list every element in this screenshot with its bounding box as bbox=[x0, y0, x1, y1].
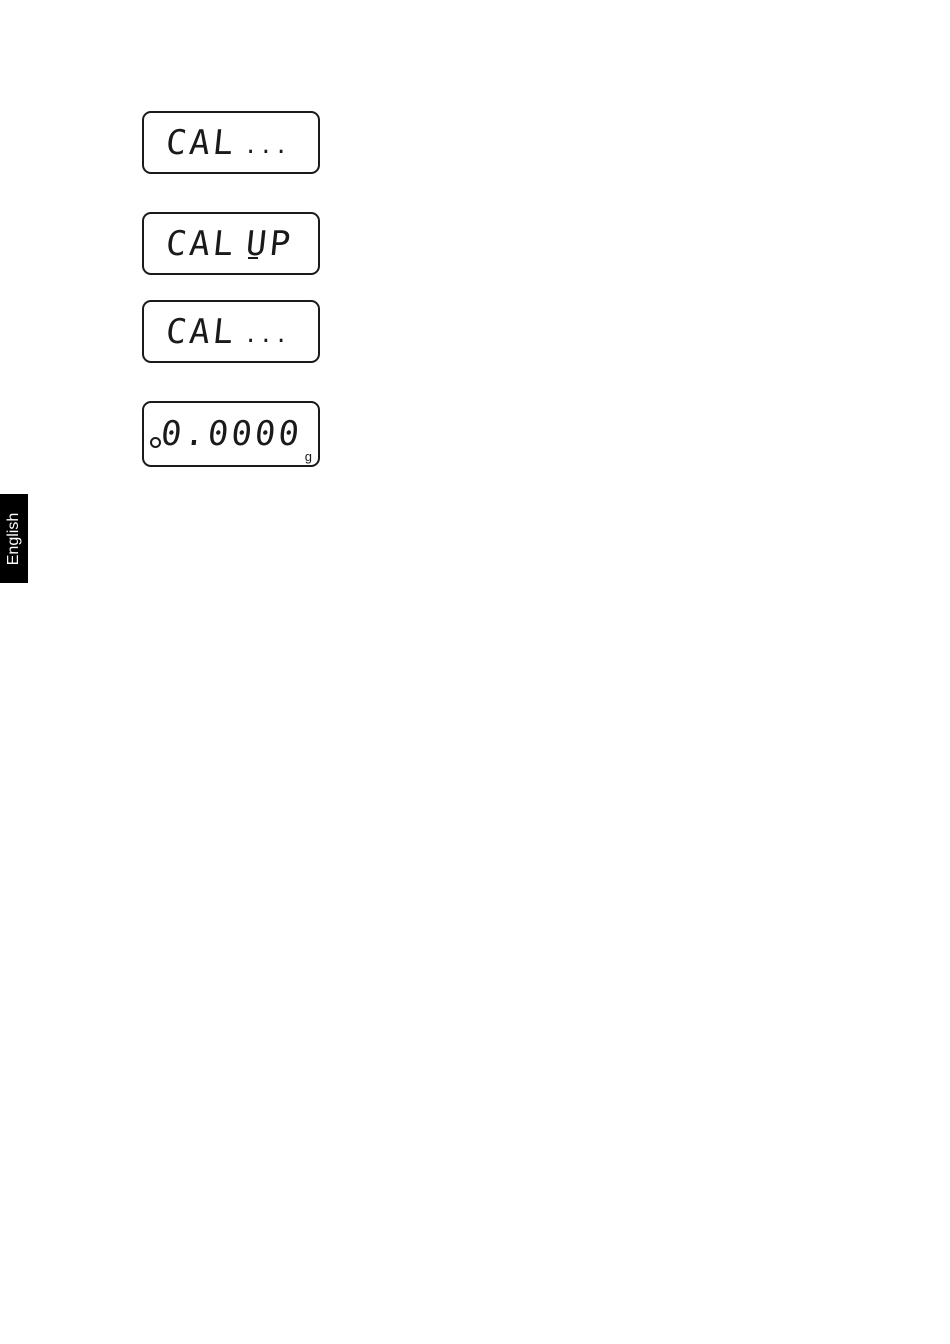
display-progress-dots: ... bbox=[244, 325, 290, 347]
language-tab-label: English bbox=[6, 512, 22, 564]
unit-label: g bbox=[305, 450, 312, 463]
display-text: CAL bbox=[164, 227, 238, 261]
display-progress-dots: ... bbox=[244, 136, 290, 158]
cursor-underline bbox=[248, 257, 258, 259]
display-calibrating-2: CAL ... bbox=[142, 300, 320, 363]
display-text: CAL bbox=[164, 315, 238, 349]
display-weight-reading: 0.0000 g bbox=[142, 401, 320, 467]
display-calibration-up: CAL UP bbox=[142, 212, 320, 275]
weight-value: 0.0000 bbox=[159, 417, 303, 451]
display-calibrating-1: CAL ... bbox=[142, 111, 320, 174]
display-text: CAL bbox=[164, 126, 238, 160]
language-tab: English bbox=[0, 494, 28, 583]
display-status-text: UP bbox=[244, 227, 295, 261]
